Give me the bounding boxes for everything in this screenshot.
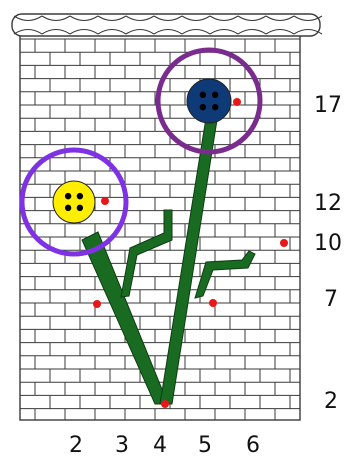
y-label-2: 2: [324, 389, 338, 414]
y-label-10: 10: [314, 231, 342, 256]
red-dot: [233, 98, 241, 106]
x-label-4: 4: [153, 433, 167, 458]
button-hole: [200, 104, 206, 110]
button-hole: [77, 193, 83, 199]
button-hole: [65, 193, 71, 199]
y-axis-labels: 17 12 10 7 2: [314, 93, 342, 414]
button-hole: [200, 92, 206, 98]
y-label-17: 17: [314, 93, 342, 118]
red-dot: [101, 197, 109, 205]
x-label-3: 3: [115, 433, 129, 458]
x-label-5: 5: [198, 433, 212, 458]
red-dot: [280, 239, 288, 247]
button-hole: [212, 92, 218, 98]
x-label-2: 2: [69, 433, 83, 458]
y-label-12: 12: [314, 191, 342, 216]
y-label-7: 7: [324, 287, 338, 312]
button-hole: [212, 104, 218, 110]
button-hole: [77, 205, 83, 211]
red-dot: [93, 300, 101, 308]
x-label-6: 6: [246, 433, 260, 458]
button-hole: [65, 205, 71, 211]
red-dot: [209, 299, 217, 307]
blue-flower-button: [187, 79, 231, 123]
yellow-flower-button: [53, 181, 95, 223]
basket-rim: [12, 14, 320, 36]
x-axis-labels: 2 3 4 5 6: [69, 433, 260, 458]
red-dot: [161, 400, 169, 408]
